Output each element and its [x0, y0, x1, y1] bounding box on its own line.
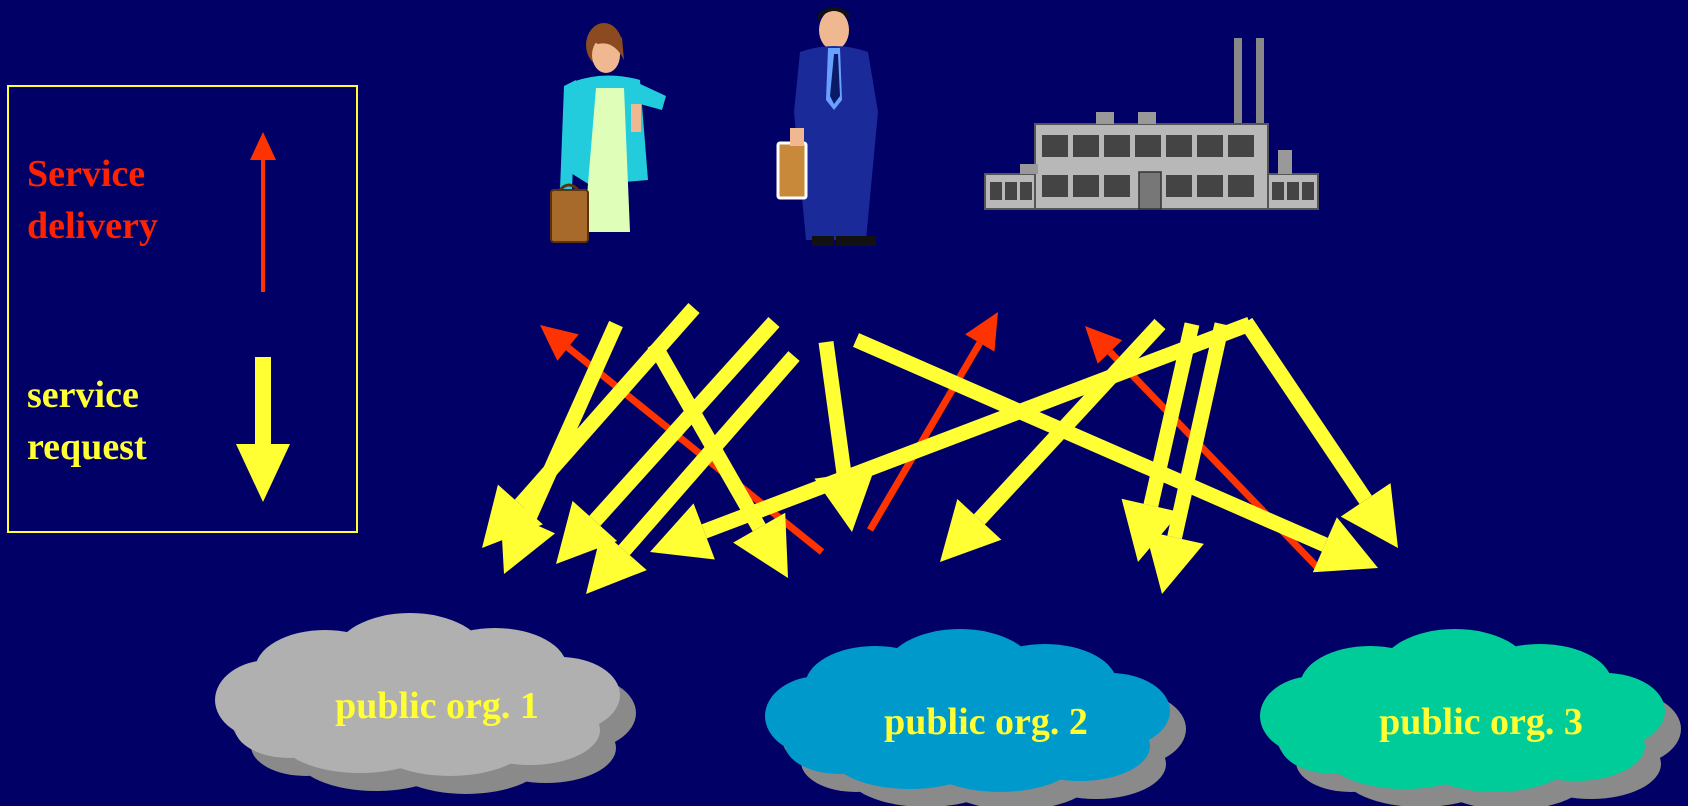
businessman-icon	[778, 7, 878, 246]
public-org-3-cloud: public org. 3	[1260, 629, 1681, 806]
factory-icon	[985, 38, 1318, 209]
legend-delivery-arrow	[250, 132, 276, 292]
woman-icon	[551, 23, 666, 242]
public-org-1-label: public org. 1	[335, 685, 539, 727]
public-org-2-cloud: public org. 2	[765, 629, 1186, 806]
request-arrow-6	[814, 342, 873, 532]
public-org-2-label: public org. 2	[884, 701, 1088, 743]
public-org-1-cloud: public org. 1	[215, 613, 636, 794]
legend-request-arrow	[236, 357, 290, 502]
public-org-3-label: public org. 3	[1379, 701, 1583, 743]
